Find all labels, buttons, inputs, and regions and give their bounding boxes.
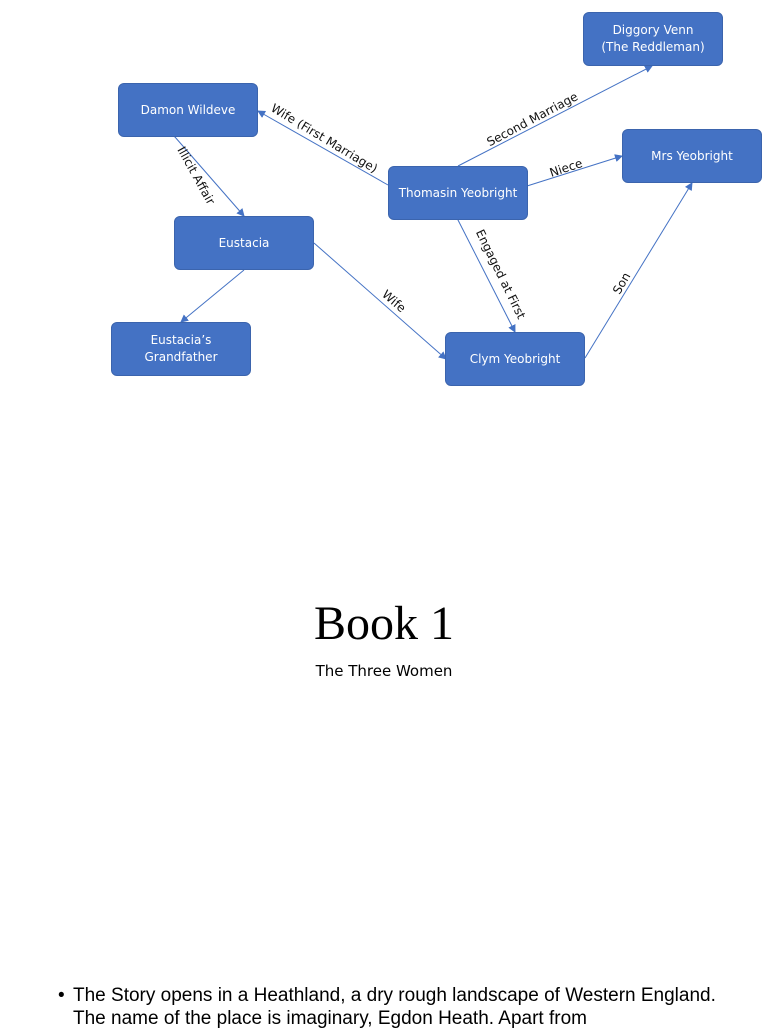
edge-niece-line (526, 154, 623, 187)
bullet-marker: • (58, 985, 65, 1006)
story-bullet-item: • The Story opens in a Heathland, a dry … (58, 984, 748, 1030)
relationship-lines (167, 65, 693, 360)
edge-grandfather-line (180, 269, 245, 323)
node-diggory-venn: Diggory Venn (The Reddleman) (583, 12, 723, 66)
edge-wife-first-marriage-line (257, 110, 389, 186)
node-eustacias-grandfather: Eustacia’s Grandfather (111, 322, 251, 376)
book-title: Book 1 (313, 597, 454, 650)
edge-wife-line (313, 242, 447, 360)
edge-son-line (584, 182, 693, 359)
story-text: The Story opens in a Heathland, a dry ro… (73, 985, 716, 1029)
node-eustacia: Eustacia (174, 216, 314, 270)
edge-illicit-affair-line (167, 129, 245, 217)
node-damon-wildeve: Damon Wildeve (118, 83, 258, 137)
edge-second-marriage-line (457, 65, 653, 167)
node-mrs-yeobright: Mrs Yeobright (622, 129, 762, 183)
character-relationship-diagram: Damon Wildeve Eustacia Eustacia’s Grandf… (0, 0, 768, 400)
book-subtitle: The Three Women (315, 662, 453, 680)
edge-engaged-line (451, 211, 516, 333)
node-clym-yeobright: Clym Yeobright (445, 332, 585, 386)
node-thomasin-yeobright: Thomasin Yeobright (388, 166, 528, 220)
